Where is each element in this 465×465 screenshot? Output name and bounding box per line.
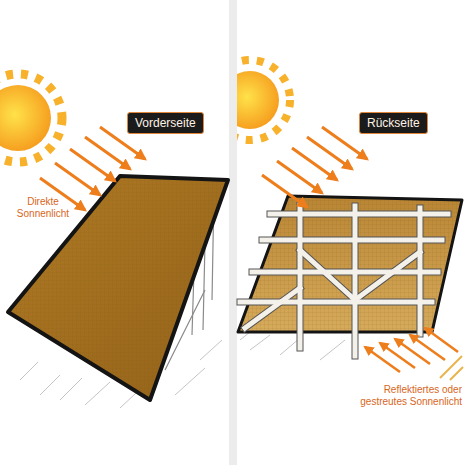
section-title: Vorderseite bbox=[128, 113, 203, 133]
wooden-frame bbox=[240, 205, 448, 356]
section-title: Rückseite bbox=[360, 113, 427, 133]
section-tag: Vorderseite bbox=[127, 112, 204, 134]
reflected-light-arrows bbox=[365, 328, 458, 372]
section-tag: Rückseite bbox=[359, 112, 428, 134]
light-label: Reflektiertes oder gestreutes Sonnenlich… bbox=[338, 384, 462, 408]
solar-panel-back bbox=[238, 196, 462, 332]
sun-icon bbox=[0, 74, 62, 162]
scatter-lines bbox=[440, 356, 463, 380]
direct-light-arrows bbox=[262, 127, 367, 207]
light-label: Direkte Sonnenlicht bbox=[6, 196, 80, 220]
panel-divider bbox=[229, 0, 237, 465]
sun-icon bbox=[237, 60, 290, 140]
